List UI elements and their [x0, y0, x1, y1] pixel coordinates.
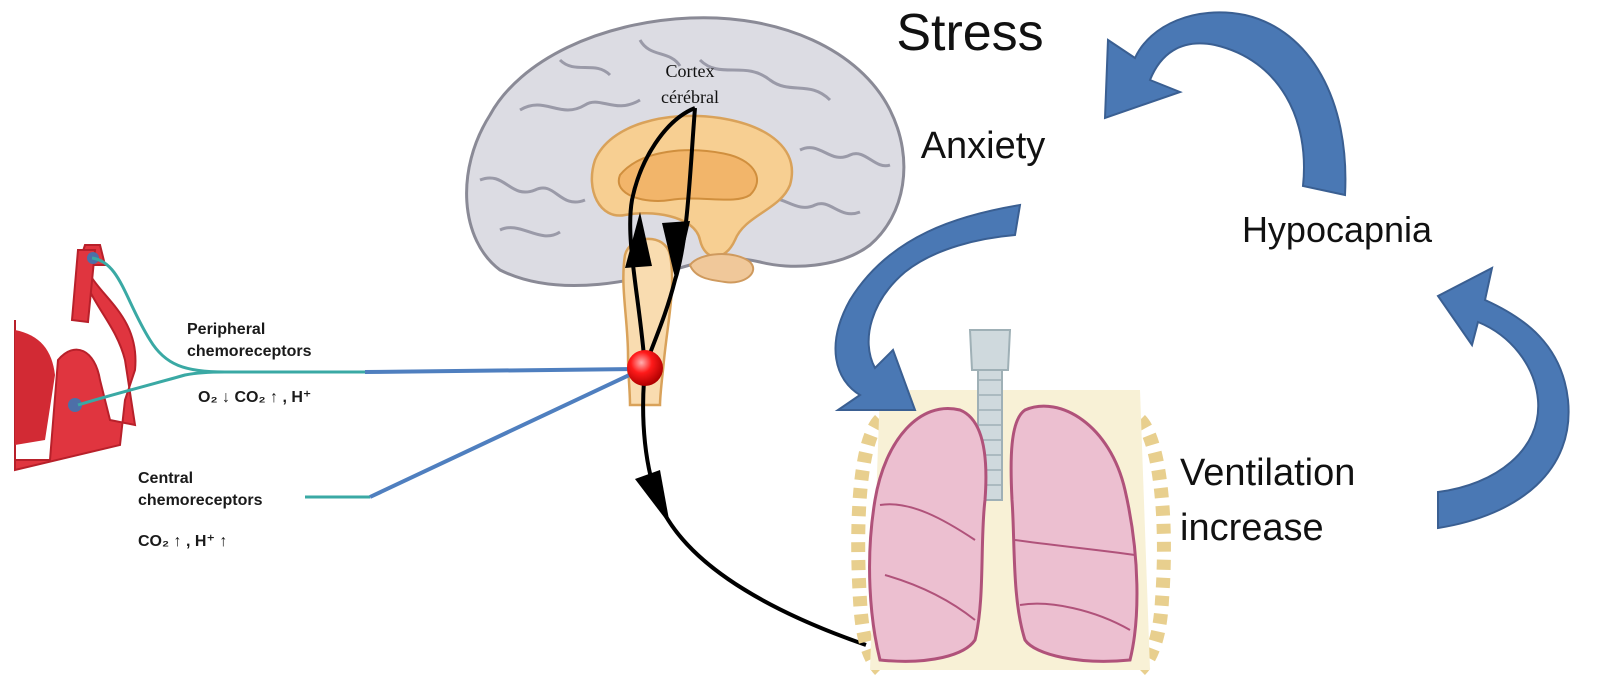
- peripheral-label-line2: chemoreceptors: [187, 343, 312, 360]
- ventilation-label-line2: increase: [1180, 507, 1324, 549]
- lungs-arrowhead: [635, 470, 670, 525]
- relay-to-lungs-path: [643, 368, 866, 645]
- peripheral-values: O₂ ↓ CO₂ ↑ , H⁺: [198, 389, 311, 406]
- ventilation-label-line1: Ventilation: [1180, 452, 1355, 494]
- central-to-relay-line: [370, 370, 640, 497]
- stress-label: Stress: [896, 4, 1043, 62]
- central-values: CO₂ ↑ , H⁺ ↑: [138, 533, 227, 550]
- central-label-line2: chemoreceptors: [138, 492, 263, 509]
- peripheral-to-relay-line: [365, 369, 640, 372]
- ventilation-to-hypocapnia-arrow: [1438, 268, 1569, 528]
- central-label-line1: Central: [138, 470, 193, 487]
- anxiety-label: Anxiety: [921, 125, 1046, 167]
- hypocapnia-label: Hypocapnia: [1242, 209, 1433, 250]
- brainstem-relay-dot: [627, 350, 663, 386]
- cortex-label-line1: Cortex: [666, 61, 715, 81]
- cortex-label-line2: cérébral: [661, 87, 719, 107]
- peripheral-label-line1: Peripheral: [187, 321, 265, 338]
- hypocapnia-to-stress-arrow: [1105, 12, 1345, 195]
